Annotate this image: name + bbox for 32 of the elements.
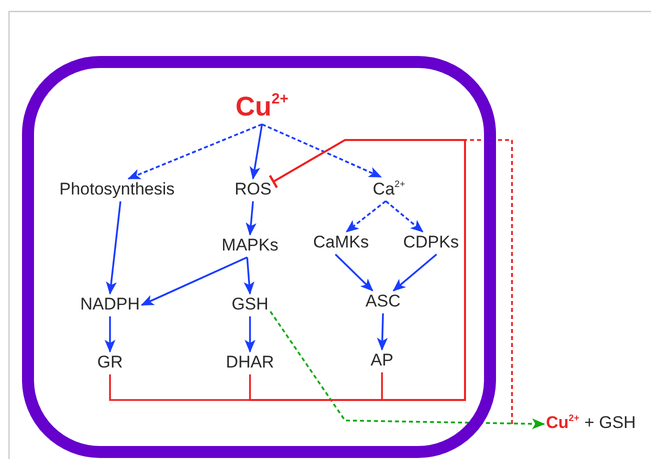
inhibition-line [268,139,513,424]
dashed-arrow [128,123,262,180]
enzyme-label: GR [97,354,123,372]
arrow [244,316,256,353]
compound-label: + GSH [584,413,636,434]
pathway-label: ROS [234,180,272,200]
arrow [392,254,438,292]
arrow [246,201,256,236]
pathway-label: GSH [232,296,268,314]
pathway-label: MAPKs [222,236,278,256]
ion-label: Cu$^{2+}$ [546,412,580,434]
pathway-label: NADPH [80,296,140,314]
dashed-arrow [346,200,386,232]
arrow [376,313,388,351]
arrow [250,124,263,180]
enzyme-label: DHAR [226,354,274,372]
arrow [106,201,122,295]
ion-label: Cu$^{2+}$ [236,92,288,122]
arrow [244,257,254,295]
pathway-label: CDPKs [403,234,459,252]
arrow [104,316,116,353]
arrow [334,254,374,292]
pathway-label: ASC [366,292,400,312]
process-label: Photosynthesis [59,180,175,200]
enzyme-label: AP [370,352,394,370]
cell-outline [22,56,496,458]
dashed-arrow [385,200,424,232]
dashed-arrow [262,123,382,178]
arrow [140,256,248,306]
pathway-label: CaMKs [313,234,369,252]
ion-label: Ca$^{2+}$ [372,178,406,200]
dashed-arrow [270,311,546,430]
